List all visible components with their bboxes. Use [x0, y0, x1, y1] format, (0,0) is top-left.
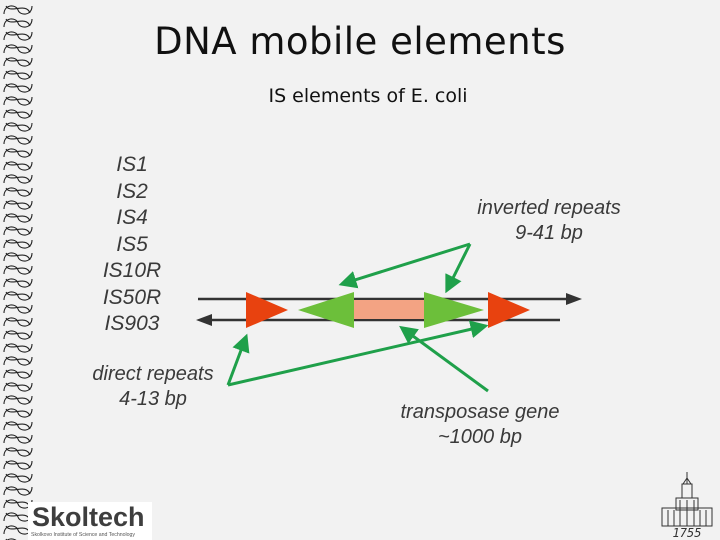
inverted-repeats-name: inverted repeats	[477, 197, 621, 219]
border-loop	[5, 447, 31, 456]
border-loop	[5, 473, 31, 482]
border-loop	[5, 174, 31, 183]
inverted-repeats-label: inverted repeats 9-41 bp	[455, 196, 643, 246]
direct-repeats-name: direct repeats	[92, 363, 214, 385]
inverted-repeats-size: 9-41 bp	[515, 222, 583, 244]
border-loop	[5, 135, 31, 144]
border-loop	[5, 382, 31, 391]
border-loop	[5, 317, 31, 326]
border-loop	[5, 291, 31, 300]
inverted-repeat-left	[298, 292, 354, 328]
border-loop	[5, 369, 31, 378]
border-loop	[5, 460, 31, 469]
direct-repeats-label: direct repeats 4-13 bp	[78, 362, 228, 412]
is-element-item: IS4	[116, 206, 148, 229]
transposase-gene-size: ~1000 bp	[438, 426, 522, 448]
border-loop	[5, 356, 31, 365]
logo-tagline: Skolkovo Institute of Science and Techno…	[31, 532, 136, 538]
border-loop	[5, 96, 31, 105]
pointer-direct-right	[227, 320, 489, 387]
slide-subtitle: IS elements of E. coli	[268, 85, 468, 107]
is-element-list: IS1 IS2 IS4 IS5 IS10R IS50R IS903	[82, 152, 182, 338]
is-element-item: IS5	[116, 232, 148, 256]
border-loop	[5, 486, 31, 495]
bottom-strand-arrowhead	[196, 314, 212, 326]
inverted-repeat-right	[424, 292, 484, 328]
pointer-direct-left	[226, 333, 250, 386]
slide-title: DNA mobile elements	[154, 20, 566, 63]
border-loop	[5, 18, 31, 27]
transposase-gene-name: transposase gene	[400, 401, 560, 423]
decorative-border	[3, 5, 33, 540]
border-loop	[5, 44, 31, 53]
border-loop	[5, 83, 31, 92]
border-loop	[5, 122, 31, 131]
border-loop	[5, 161, 31, 170]
border-loop	[5, 70, 31, 79]
university-emblem: 1755	[656, 470, 718, 540]
border-loop	[5, 213, 31, 222]
border-loop	[5, 434, 31, 443]
border-loop	[5, 239, 31, 248]
border-loop	[5, 421, 31, 430]
border-loop	[5, 31, 31, 40]
border-loop	[5, 57, 31, 66]
logo-name: Skoltech	[32, 502, 145, 532]
border-loop	[5, 330, 31, 339]
border-loop	[5, 343, 31, 352]
border-loop	[5, 265, 31, 274]
emblem-year: 1755	[672, 526, 702, 540]
border-loop	[5, 187, 31, 196]
university-building-icon	[661, 472, 713, 527]
direct-repeats-size: 4-13 bp	[119, 388, 187, 410]
pointer-inverted-left	[338, 242, 471, 289]
direct-repeat-right	[488, 292, 530, 328]
border-loop	[5, 226, 31, 235]
direct-repeat-left	[246, 292, 288, 328]
is-element-item: IS10R	[102, 259, 162, 282]
border-loop	[5, 148, 31, 157]
border-loop	[5, 200, 31, 209]
border-loop	[5, 5, 31, 14]
border-loop	[5, 304, 31, 313]
pointer-inverted-right	[445, 243, 472, 294]
top-strand-arrowhead	[566, 293, 582, 305]
border-loop	[5, 408, 31, 417]
is-element-item: IS903	[104, 312, 160, 335]
border-loop	[5, 109, 31, 118]
pointer-transposase	[399, 325, 489, 393]
transposase-gene-box	[354, 300, 426, 319]
transposase-gene-label: transposase gene ~1000 bp	[380, 400, 580, 450]
is-element-item: IS2	[116, 179, 148, 203]
border-loop	[5, 252, 31, 261]
border-loop	[5, 395, 31, 404]
is-element-item: IS1	[116, 153, 148, 176]
is-element-item: IS50R	[102, 285, 162, 309]
border-loop	[5, 278, 31, 287]
skoltech-logo: Skoltech Skolkovo Institute of Science a…	[28, 502, 152, 540]
